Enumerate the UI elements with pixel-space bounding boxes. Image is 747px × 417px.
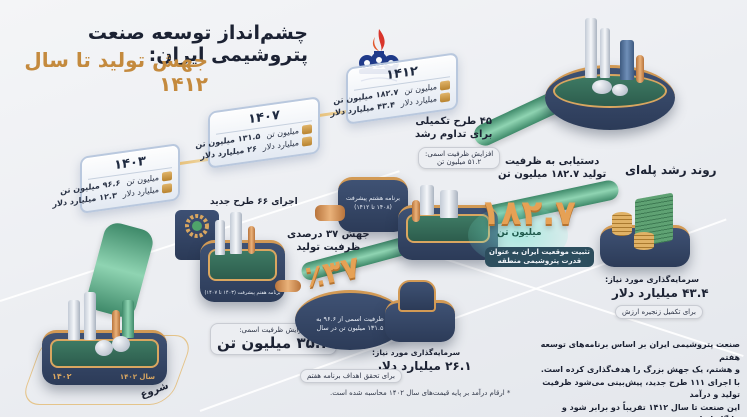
target-big-value: ۱۸۲.۷ (480, 193, 576, 233)
storage-tank (612, 84, 628, 96)
seventh-plan-label: برنامه هفتم پیشرفت (۱۴۰۳ تا ۱۴۰۷) (204, 290, 281, 296)
refinery-tower (600, 28, 610, 78)
blue-tank (620, 40, 634, 80)
final-refinery-platform (545, 65, 675, 130)
coin-stack-icon (634, 232, 654, 250)
footnote: * ارقام درآمد بر پایه قیمت‌های سال ۱۴۰۲ … (330, 389, 511, 397)
target-big-unit: میلیون تن (497, 228, 542, 238)
year-card-1407: ۱۴۰۷ میلیون تن ۱۳۱.۵ میلیون تن میلیارد د… (195, 96, 320, 169)
start-label-front: ۱۴۰۲ (52, 372, 72, 381)
page-subtitle: جهش تولید تا سال ۱۴۱۲ (24, 48, 208, 96)
copper-pipe (275, 280, 301, 292)
revenue-label: میلیارد دلار (400, 94, 437, 109)
refinery-tower (585, 18, 597, 78)
green-tank (122, 300, 134, 338)
bar-chart-icon (440, 80, 450, 91)
investment-8-note: برای تکمیل زنجیره ارزش (615, 305, 703, 319)
copper-column (112, 310, 120, 340)
refinery-tower (84, 292, 96, 340)
investment-7-label: سرمایه‌گذاری مورد نیاز: (372, 348, 461, 357)
gear-leaf-icon (185, 214, 209, 238)
production-label: میلیون تن (126, 172, 159, 187)
start-refinery-platform: ۱۴۰۲ سال ۱۴۰۲ (42, 330, 167, 385)
growth-big-value: ٪۳۷ (301, 249, 363, 296)
page-title: چشم‌انداز توسعه صنعت پتروشیمی ایران: (87, 22, 308, 66)
refinery-unit (420, 185, 434, 215)
coin-stack-icon (612, 212, 632, 236)
seventh-plan-refinery: برنامه هفتم پیشرفت (۱۴۰۳ تا ۱۴۰۷) (200, 240, 285, 302)
trend-label: روند رشد پله‌ای (625, 163, 717, 177)
eighth-plan-box: برنامه هشتم پیشرفت (۱۴۰۸ تا ۱۴۱۲) (338, 177, 408, 232)
copper-column (636, 55, 644, 83)
copper-column (248, 226, 255, 254)
target-heading: دستیابی به ظرفیت تولید ۱۸۲.۷ میلیون تن (498, 156, 607, 180)
storage-tank (112, 336, 130, 352)
investment-7-note: برای تحقق اهداف برنامه هفتم (300, 369, 402, 383)
storage-tank (95, 340, 113, 356)
bar-chart-icon (302, 124, 312, 135)
start-label-side: سال ۱۴۰۲ (119, 373, 155, 381)
production-label: میلیون تن (266, 126, 299, 140)
cash-icon (302, 136, 312, 147)
revenue-label: میلیارد دلار (262, 138, 299, 153)
revenue-label: میلیارد دلار (122, 184, 159, 200)
refinery-unit (440, 190, 458, 218)
refinery-tower (68, 300, 80, 340)
investment-8-label: سرمایه‌گذاری مورد نیاز: (605, 275, 699, 284)
bar-chart-icon (162, 171, 172, 182)
target-caption: تثبیت موقعیت ایران به عنوان قدرت پتروشیم… (485, 247, 594, 267)
refinery-tower (215, 220, 225, 255)
eighth-plan-years: (۱۴۰۸ تا ۱۴۱۲) (354, 204, 392, 211)
eighth-plan-capacity-pill: افزایش ظرفیت اسمی: ۵۱.۲ میلیون تن (418, 147, 501, 169)
eighth-plan-heading: ۴۵ طرح تکمیلی برای تداوم رشد (415, 116, 493, 140)
cash-icon (440, 92, 450, 103)
growth-heading: جهش ۳۷ درصدی ظرفیت تولید (287, 229, 370, 253)
year-card-1403: ۱۴۰۳ میلیون تن ۹۶.۶ میلیون تن میلیارد دل… (52, 142, 180, 215)
investment-8-value: ۴۳.۴ میلیارد دلار (612, 286, 709, 300)
copper-pipe (315, 205, 345, 221)
growth-detail-1: ظرفیت اسمی از ۹۶.۶ به (316, 315, 384, 323)
copper-column (412, 200, 420, 222)
growth-detail-2: ۱۳۱.۵ میلیون تن در سال (316, 324, 384, 332)
treasure-chest-icon (398, 280, 436, 312)
storage-tank (592, 80, 612, 94)
cash-icon (162, 183, 172, 194)
production-label: میلیون تن (404, 82, 437, 96)
eighth-plan-label: برنامه هشتم پیشرفت (346, 195, 400, 202)
summary-paragraph: صنعت پتروشیمی ایران بر اساس برنامه‌های ت… (540, 340, 740, 417)
refinery-tower (230, 212, 242, 254)
seventh-plan-heading: اجرای ۶۶ طرح جدید (210, 197, 298, 207)
